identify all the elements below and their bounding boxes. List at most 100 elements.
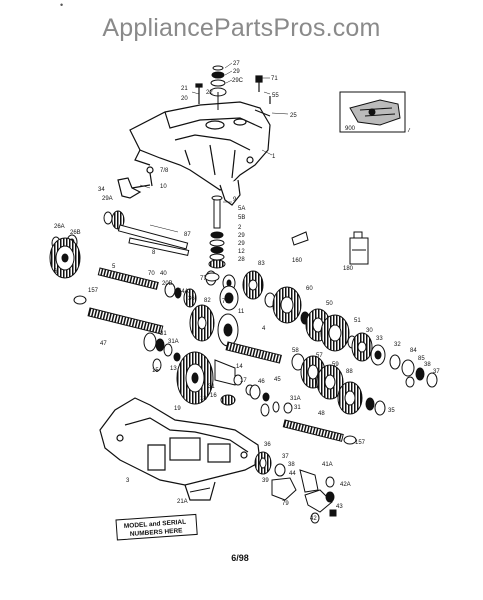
label-54a: 54A — [178, 289, 189, 295]
label-37-b: 37 — [282, 454, 289, 460]
label-71: 71 — [271, 76, 278, 82]
label-33: 33 — [376, 336, 383, 342]
label-85: 85 — [418, 356, 425, 362]
label-4: 4 — [262, 326, 266, 332]
label-31-d: 31 — [294, 405, 301, 411]
top-margin-mark: • — [60, 0, 64, 10]
label-21: 21 — [181, 86, 188, 92]
label-31a-b: 31A — [290, 396, 301, 402]
label-26a: 26A — [54, 224, 65, 230]
label-47: 47 — [100, 341, 107, 347]
label-5a: 5A — [238, 206, 245, 212]
label-50: 50 — [326, 301, 333, 307]
label-59: 59 — [332, 362, 339, 368]
label-36-b: 36 — [264, 442, 271, 448]
label-38: 38 — [424, 362, 431, 368]
label-11: 11 — [238, 309, 245, 315]
label-22: 22 — [206, 90, 213, 96]
bevel-gear-assembly — [189, 272, 239, 347]
label-19: 19 — [174, 406, 181, 412]
label-15: 15 — [152, 368, 159, 374]
label-6: 6 — [54, 269, 58, 275]
label-70: 70 — [148, 271, 155, 277]
part-number-labels: 27 29 29C 21 22 20 71 55 25 900 1 7/8 10… — [54, 61, 440, 522]
label-36: 36 — [188, 296, 195, 302]
label-77: 77 — [200, 276, 207, 282]
label-17: 17 — [240, 378, 247, 384]
label-38-b: 38 — [288, 462, 295, 468]
label-41a: 41A — [322, 462, 333, 468]
watermark: AppliancePartsPros.com — [102, 14, 381, 42]
label-3: 3 — [126, 478, 130, 484]
label-10: 10 — [160, 184, 167, 190]
label-58: 58 — [292, 348, 299, 354]
label-900: 900 — [345, 126, 356, 132]
label-44: 44 — [289, 471, 296, 477]
label-79: 79 — [282, 501, 289, 507]
label-26b: 26B — [70, 230, 81, 236]
lower-housing — [99, 397, 261, 501]
upper-housing — [129, 101, 271, 206]
label-42: 42 — [310, 516, 317, 522]
label-1: 1 — [272, 154, 276, 160]
label-21a: 21A — [177, 499, 188, 505]
label-9: 9 — [233, 197, 237, 203]
gear-train-upper — [205, 270, 438, 388]
label-51: 51 — [354, 318, 361, 324]
label-35: 35 — [388, 408, 395, 414]
label-45: 45 — [274, 377, 281, 383]
label-157-a: 157 — [88, 288, 99, 294]
label-180: 180 — [343, 266, 354, 272]
inset-box-900 — [339, 91, 406, 133]
axle-48 — [282, 419, 357, 445]
shafts-upper — [97, 224, 197, 308]
label-8: 8 — [152, 250, 156, 256]
label-88: 88 — [346, 369, 353, 375]
label-87: 87 — [184, 232, 191, 238]
label-29a: 29A — [102, 196, 113, 202]
label-76: 76 — [222, 299, 229, 305]
label-13: 13 — [170, 366, 177, 372]
label-27: 27 — [233, 61, 240, 67]
label-32: 32 — [394, 342, 401, 348]
center-shaft-4 — [225, 341, 282, 402]
label-5: 5 — [112, 264, 116, 270]
label-20: 20 — [181, 96, 188, 102]
ring-gear-assembly — [176, 351, 255, 406]
label-157-b: 157 — [355, 440, 366, 446]
label-31a: 31A — [168, 339, 179, 345]
vent-stack — [209, 65, 227, 110]
label-30: 30 — [366, 328, 373, 334]
label-55: 55 — [272, 93, 279, 99]
model-note-line-1: MODEL and SERIAL — [124, 519, 187, 530]
label-60: 60 — [306, 286, 313, 292]
label-7-8: 7/8 — [160, 168, 169, 174]
label-31-c: 31 — [208, 384, 215, 390]
label-29c: 29C — [232, 78, 244, 84]
label-57: 57 — [316, 353, 323, 359]
label-12: 12 — [238, 249, 245, 255]
label-42a: 42A — [340, 482, 351, 488]
label-160: 160 — [292, 258, 303, 264]
label-34: 34 — [98, 187, 105, 193]
label-18: 18 — [200, 396, 207, 402]
label-83: 83 — [258, 261, 265, 267]
output-shaft-47 — [73, 295, 181, 372]
page-number: 6/98 — [231, 553, 249, 563]
label-46: 46 — [258, 379, 265, 385]
label-5b: 5B — [238, 215, 245, 221]
leader-lines — [139, 62, 411, 233]
label-29: 29 — [233, 69, 240, 75]
label-84: 84 — [410, 348, 417, 354]
model-note-line-2: NUMBERS HERE — [130, 527, 184, 538]
shift-lever — [117, 166, 154, 199]
label-29-c: 29 — [238, 241, 245, 247]
label-20b: 20B — [162, 281, 173, 287]
label-48: 48 — [318, 411, 325, 417]
label-31: 31 — [160, 331, 167, 337]
gear-train-lower — [260, 353, 386, 417]
label-29-b: 29 — [238, 233, 245, 239]
label-82: 82 — [204, 298, 211, 304]
label-39: 39 — [262, 478, 269, 484]
